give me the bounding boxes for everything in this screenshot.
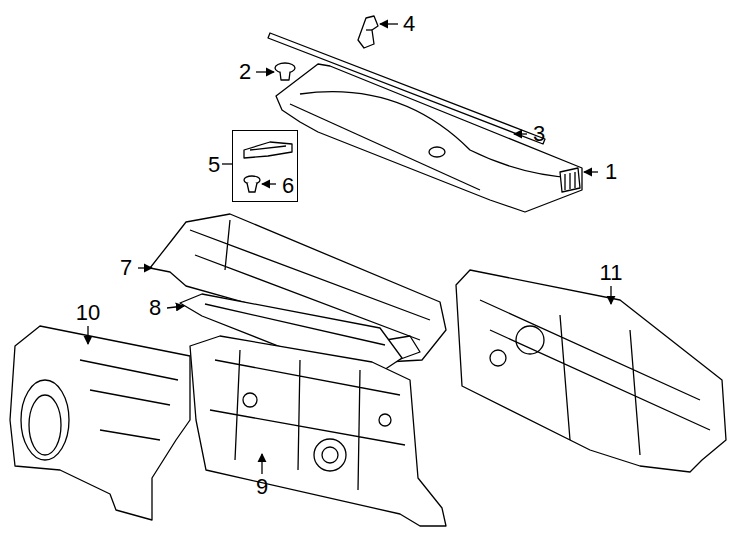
callout-number: 4 bbox=[403, 13, 415, 35]
callout-number: 6 bbox=[282, 175, 294, 197]
callout-number: 2 bbox=[239, 61, 251, 83]
callout-number: 7 bbox=[120, 257, 132, 279]
callout-number: 1 bbox=[605, 161, 617, 183]
callout-number: 8 bbox=[149, 297, 161, 319]
callout-number: 10 bbox=[76, 302, 100, 324]
part-group-box: 56 bbox=[232, 130, 298, 202]
callout-number: 3 bbox=[533, 123, 545, 145]
callout-number: 11 bbox=[600, 262, 623, 284]
callout-number: 5 bbox=[208, 154, 220, 176]
callout-number: 9 bbox=[256, 476, 268, 498]
